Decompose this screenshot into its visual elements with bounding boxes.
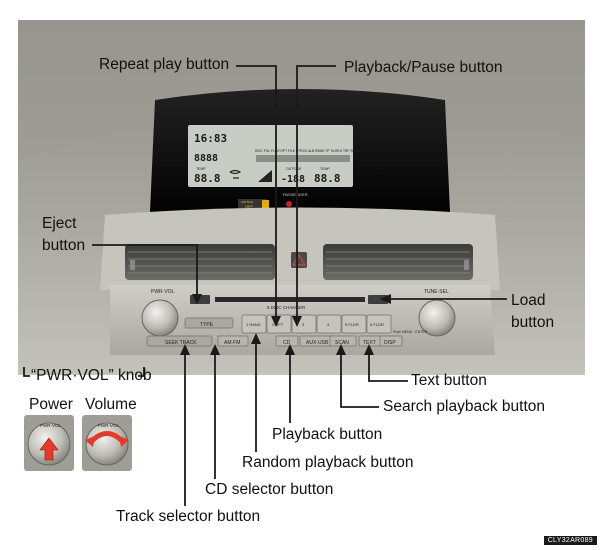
pwr-vol-knob-label: “PWR·VOL” knob xyxy=(31,367,152,384)
load-arrow xyxy=(380,294,391,304)
volume-thumbnail: PWR·VOL xyxy=(82,415,132,471)
preset-label-6: 6 FLDR xyxy=(370,322,384,327)
disp-label: DISP xyxy=(384,340,396,346)
eject-arrow xyxy=(192,294,202,304)
am-fm-label: AM·FM xyxy=(224,340,240,346)
lcd-temp-label-right: TEMP xyxy=(320,167,330,171)
preset-label-4: 4 xyxy=(327,322,330,327)
lcd-temp-left: 88.8 xyxy=(194,172,221,185)
fan-icon xyxy=(229,169,242,179)
disc-slot xyxy=(215,297,365,302)
dashboard-photo: 16:83 DISC FOL FLDR RPT FILE DTRCK ALB R… xyxy=(18,20,585,375)
text-arrow xyxy=(364,344,374,355)
preset-label-3: 3 xyxy=(302,322,305,327)
preset-label-1: 1 RAND xyxy=(246,322,261,327)
preset-button-6[interactable] xyxy=(366,314,392,334)
repeat-leader xyxy=(236,65,277,318)
aux-usb-label: AUX·USB xyxy=(306,340,329,346)
preset-button-5[interactable] xyxy=(341,314,367,334)
playback-arrow xyxy=(285,344,295,355)
pwr-vol-leader-left xyxy=(23,367,30,377)
airbag-indicator xyxy=(262,200,269,208)
playback-pause-label: Playback/Pause button xyxy=(344,59,503,76)
cd-selector-label: CD selector button xyxy=(205,481,334,498)
disp-button[interactable] xyxy=(379,335,403,347)
cd-selector-arrow xyxy=(210,344,220,355)
volume-knob-label: PWR·VOL xyxy=(98,423,119,428)
push-arrow-icon xyxy=(39,437,59,461)
search-playback-label: Search playback button xyxy=(383,398,545,415)
menu-label: Push MENU · ENTER xyxy=(393,330,428,334)
repeat-play-label: Repeat play button xyxy=(99,56,230,73)
pwr-vol-label: PWR·VOL xyxy=(151,289,175,295)
text-label: TEXT xyxy=(363,340,376,346)
rotate-arrow-head-right xyxy=(119,436,129,447)
vent-tab-right xyxy=(464,260,469,270)
seek-track-label: SEEK TRACK xyxy=(165,340,197,346)
lcd-temp-right: 88.8 xyxy=(314,172,341,185)
figure-reference-code: CLY32AR089 xyxy=(543,536,597,545)
lcd-outside-temp: -188 xyxy=(281,174,305,185)
hazard-button[interactable] xyxy=(291,252,307,268)
playback-button-label: Playback button xyxy=(272,426,383,443)
vent-slats xyxy=(128,251,470,274)
repeat-arrow xyxy=(271,316,281,327)
lcd-disc-row: DISC FOL FLDR RPT FILE DTRCK ALB RAND TP… xyxy=(255,149,360,153)
vent-right xyxy=(323,244,473,280)
airbag-state: OFF xyxy=(245,204,254,209)
cd-label: CD xyxy=(283,340,291,346)
lcd-temp-label-left: TEMP xyxy=(196,167,206,171)
leader-lines xyxy=(23,65,507,506)
power-label: Power xyxy=(29,396,73,413)
tune-sel-label: TUNE·SEL xyxy=(424,289,449,295)
play-pause-arrow xyxy=(292,316,302,327)
airbag-off-icon xyxy=(286,201,292,207)
arrowheads xyxy=(180,294,391,355)
eject-label: Eject button xyxy=(42,215,86,254)
search-leader xyxy=(340,346,379,408)
lcd-digits: 8888 xyxy=(194,153,218,164)
preset-label-2: 2 RPT xyxy=(272,322,284,327)
scan-button[interactable] xyxy=(329,335,357,347)
am-fm-button[interactable] xyxy=(217,335,249,347)
cd-button[interactable] xyxy=(275,335,299,347)
eject-leader xyxy=(92,244,198,297)
vent-tab-left xyxy=(130,260,135,270)
preset-label-5: 5 FLDR xyxy=(345,322,359,327)
pwr-vol-knob[interactable] xyxy=(141,299,179,337)
lcd-clock: 16:83 xyxy=(194,132,227,145)
tune-sel-knob[interactable] xyxy=(418,299,456,337)
pwr-vol-leader-right xyxy=(138,367,145,377)
random-playback-label: Random playback button xyxy=(242,454,414,471)
slot-label: 6 DISC CHANGER xyxy=(267,305,306,310)
rotate-arrow-head-left xyxy=(85,436,95,447)
text-button-label: Text button xyxy=(411,372,487,389)
power-knob-label: PWR·VOL xyxy=(40,423,61,428)
text-leader xyxy=(368,346,408,382)
volume-label: Volume xyxy=(85,396,137,413)
volume-knob-image xyxy=(85,422,129,466)
search-arrow xyxy=(336,344,346,355)
airbag-label: AIR BAG xyxy=(241,200,254,204)
lcd-outside-label: OUTSIDE xyxy=(286,167,302,171)
preset-button-4[interactable] xyxy=(316,314,342,334)
track-selector-label: Track selector button xyxy=(116,508,261,525)
fan-level-icon xyxy=(258,170,272,182)
load-button[interactable] xyxy=(368,295,388,304)
track-selector-arrow xyxy=(180,344,190,355)
random-arrow xyxy=(251,333,261,344)
power-thumbnail: PWR·VOL xyxy=(24,415,74,471)
hazard-icon xyxy=(291,253,307,266)
load-label: Load button xyxy=(511,292,555,331)
type-label: TYPE xyxy=(200,322,214,328)
type-button[interactable] xyxy=(184,317,234,329)
vent-left xyxy=(125,244,275,280)
preset-button-1[interactable] xyxy=(241,314,267,334)
passenger-label: PASSENGER xyxy=(283,192,308,197)
seek-track-button[interactable] xyxy=(146,335,213,347)
play-pause-leader xyxy=(296,65,336,318)
scan-label: SCAN xyxy=(335,340,349,346)
